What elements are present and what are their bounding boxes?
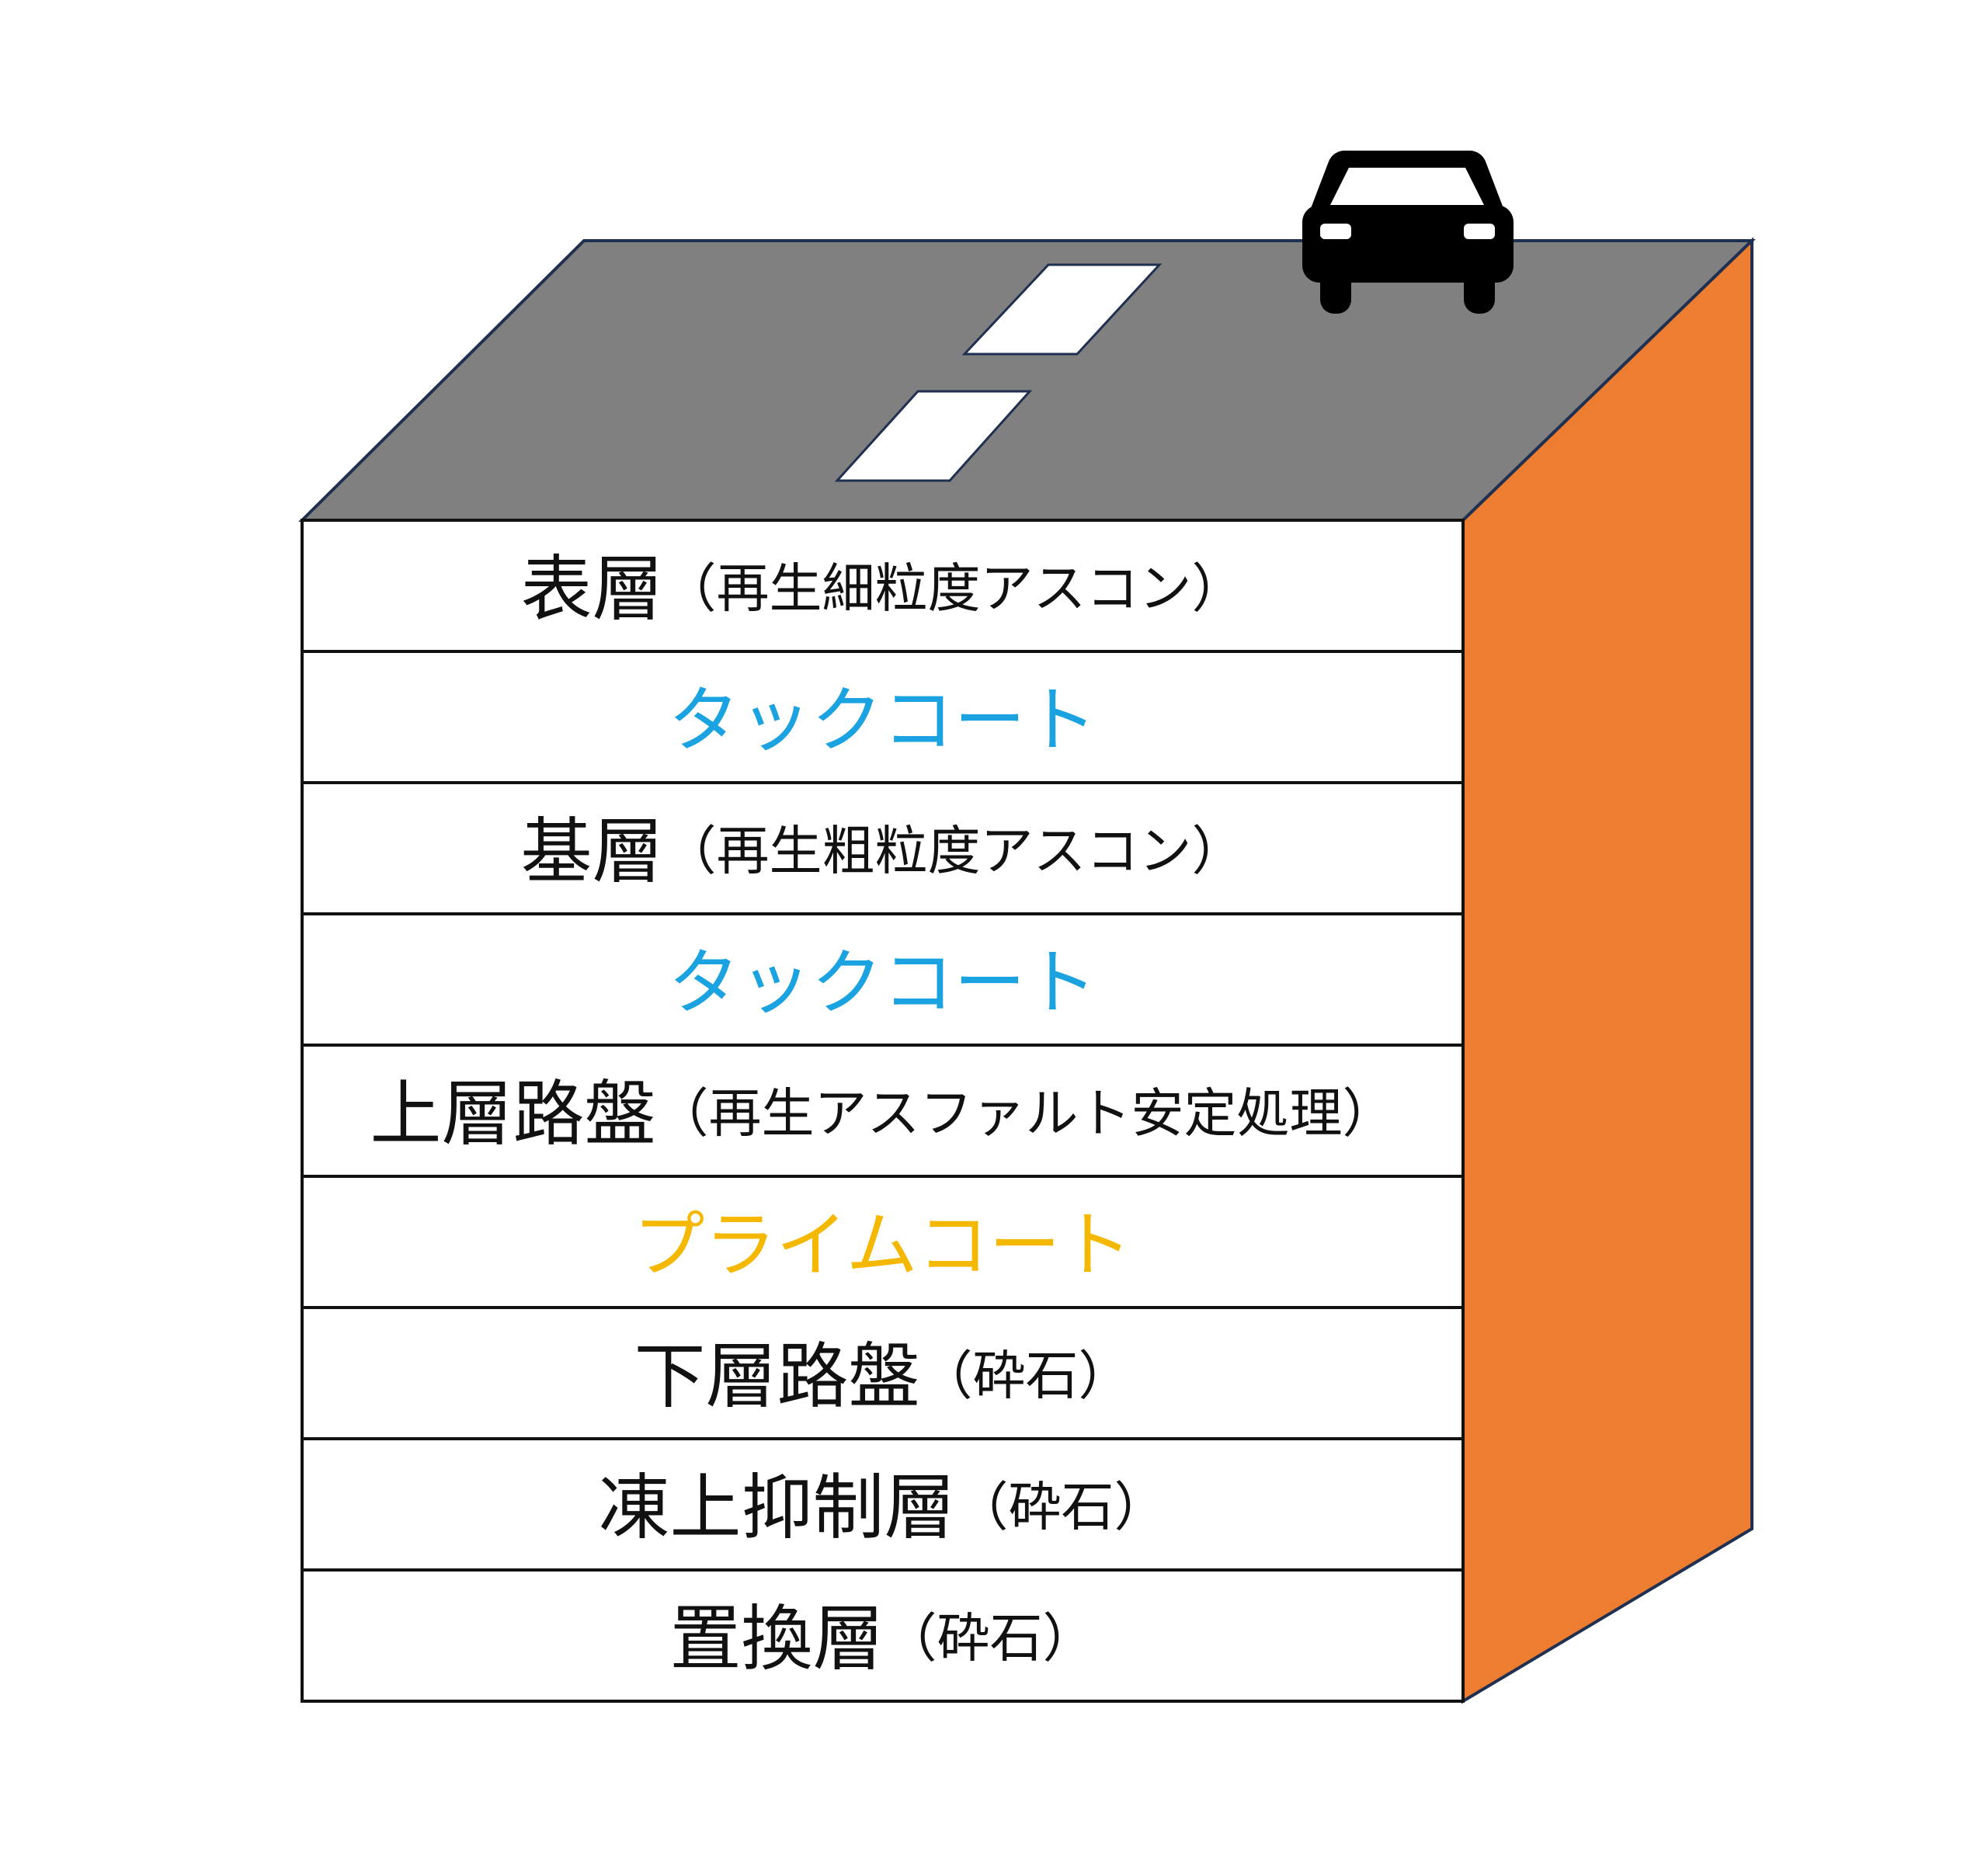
layer-label: プライムコート <box>633 1203 1131 1287</box>
layer-label: 基層（再生粗粒度アスコン） <box>520 810 1244 893</box>
layer-material: （再生アスファルト安定処理） <box>656 1083 1395 1144</box>
layer-box <box>301 912 1465 1047</box>
layer-label: タックコート <box>668 941 1097 1024</box>
layer-row: 下層路盤（砕石） <box>301 1306 1465 1440</box>
layer-box <box>301 1175 1465 1309</box>
layer-box <box>301 1044 1465 1178</box>
layer-box <box>301 781 1465 915</box>
layer-row: 基層（再生粗粒度アスコン） <box>301 781 1465 915</box>
layer-material: （再生細粒度アスコン） <box>664 558 1245 620</box>
layer-name: 凍上抑制層 <box>598 1466 955 1549</box>
layer-material: （砕石） <box>920 1346 1131 1407</box>
layer-box <box>301 650 1465 784</box>
lane-marking <box>961 263 1163 356</box>
layer-box <box>301 1306 1465 1440</box>
layer-material: （砕石） <box>885 1608 1096 1669</box>
layer-name: 表層 <box>520 547 663 630</box>
layer-label: 凍上抑制層（砕石） <box>598 1466 1166 1549</box>
layer-label: 上層路盤（再生アスファルト安定処理） <box>370 1072 1395 1155</box>
layer-row: プライムコート <box>301 1175 1465 1309</box>
layer-material: （再生粗粒度アスコン） <box>664 821 1245 882</box>
layer-name: 基層 <box>520 810 663 893</box>
car-icon <box>1302 150 1514 314</box>
layer-name: タックコート <box>668 941 1097 1024</box>
layer-row: タックコート <box>301 912 1465 1047</box>
layer-row: 置換層（砕石） <box>301 1568 1465 1703</box>
layer-name: 下層路盤 <box>634 1335 919 1418</box>
layer-name: タックコート <box>668 679 1097 762</box>
layer-row: 上層路盤（再生アスファルト安定処理） <box>301 1044 1465 1178</box>
layer-label: 表層（再生細粒度アスコン） <box>520 547 1244 630</box>
layer-name: プライムコート <box>633 1203 1131 1287</box>
layer-material: （砕石） <box>956 1477 1167 1538</box>
layer-stack: 表層（再生細粒度アスコン）タックコート基層（再生粗粒度アスコン）タックコート上層… <box>301 519 1465 1703</box>
lane-marking <box>834 390 1033 482</box>
layer-row: 表層（再生細粒度アスコン） <box>301 519 1465 653</box>
layer-row: タックコート <box>301 650 1465 784</box>
layer-row: 凍上抑制層（砕石） <box>301 1437 1465 1572</box>
layer-label: 置換層（砕石） <box>669 1597 1095 1680</box>
layer-box <box>301 1568 1465 1703</box>
layer-name: 置換層 <box>669 1597 884 1680</box>
layer-name: 上層路盤 <box>370 1072 655 1155</box>
layer-box <box>301 519 1465 653</box>
layer-label: タックコート <box>668 679 1097 762</box>
layer-label: 下層路盤（砕石） <box>634 1335 1131 1418</box>
layer-box <box>301 1437 1465 1572</box>
